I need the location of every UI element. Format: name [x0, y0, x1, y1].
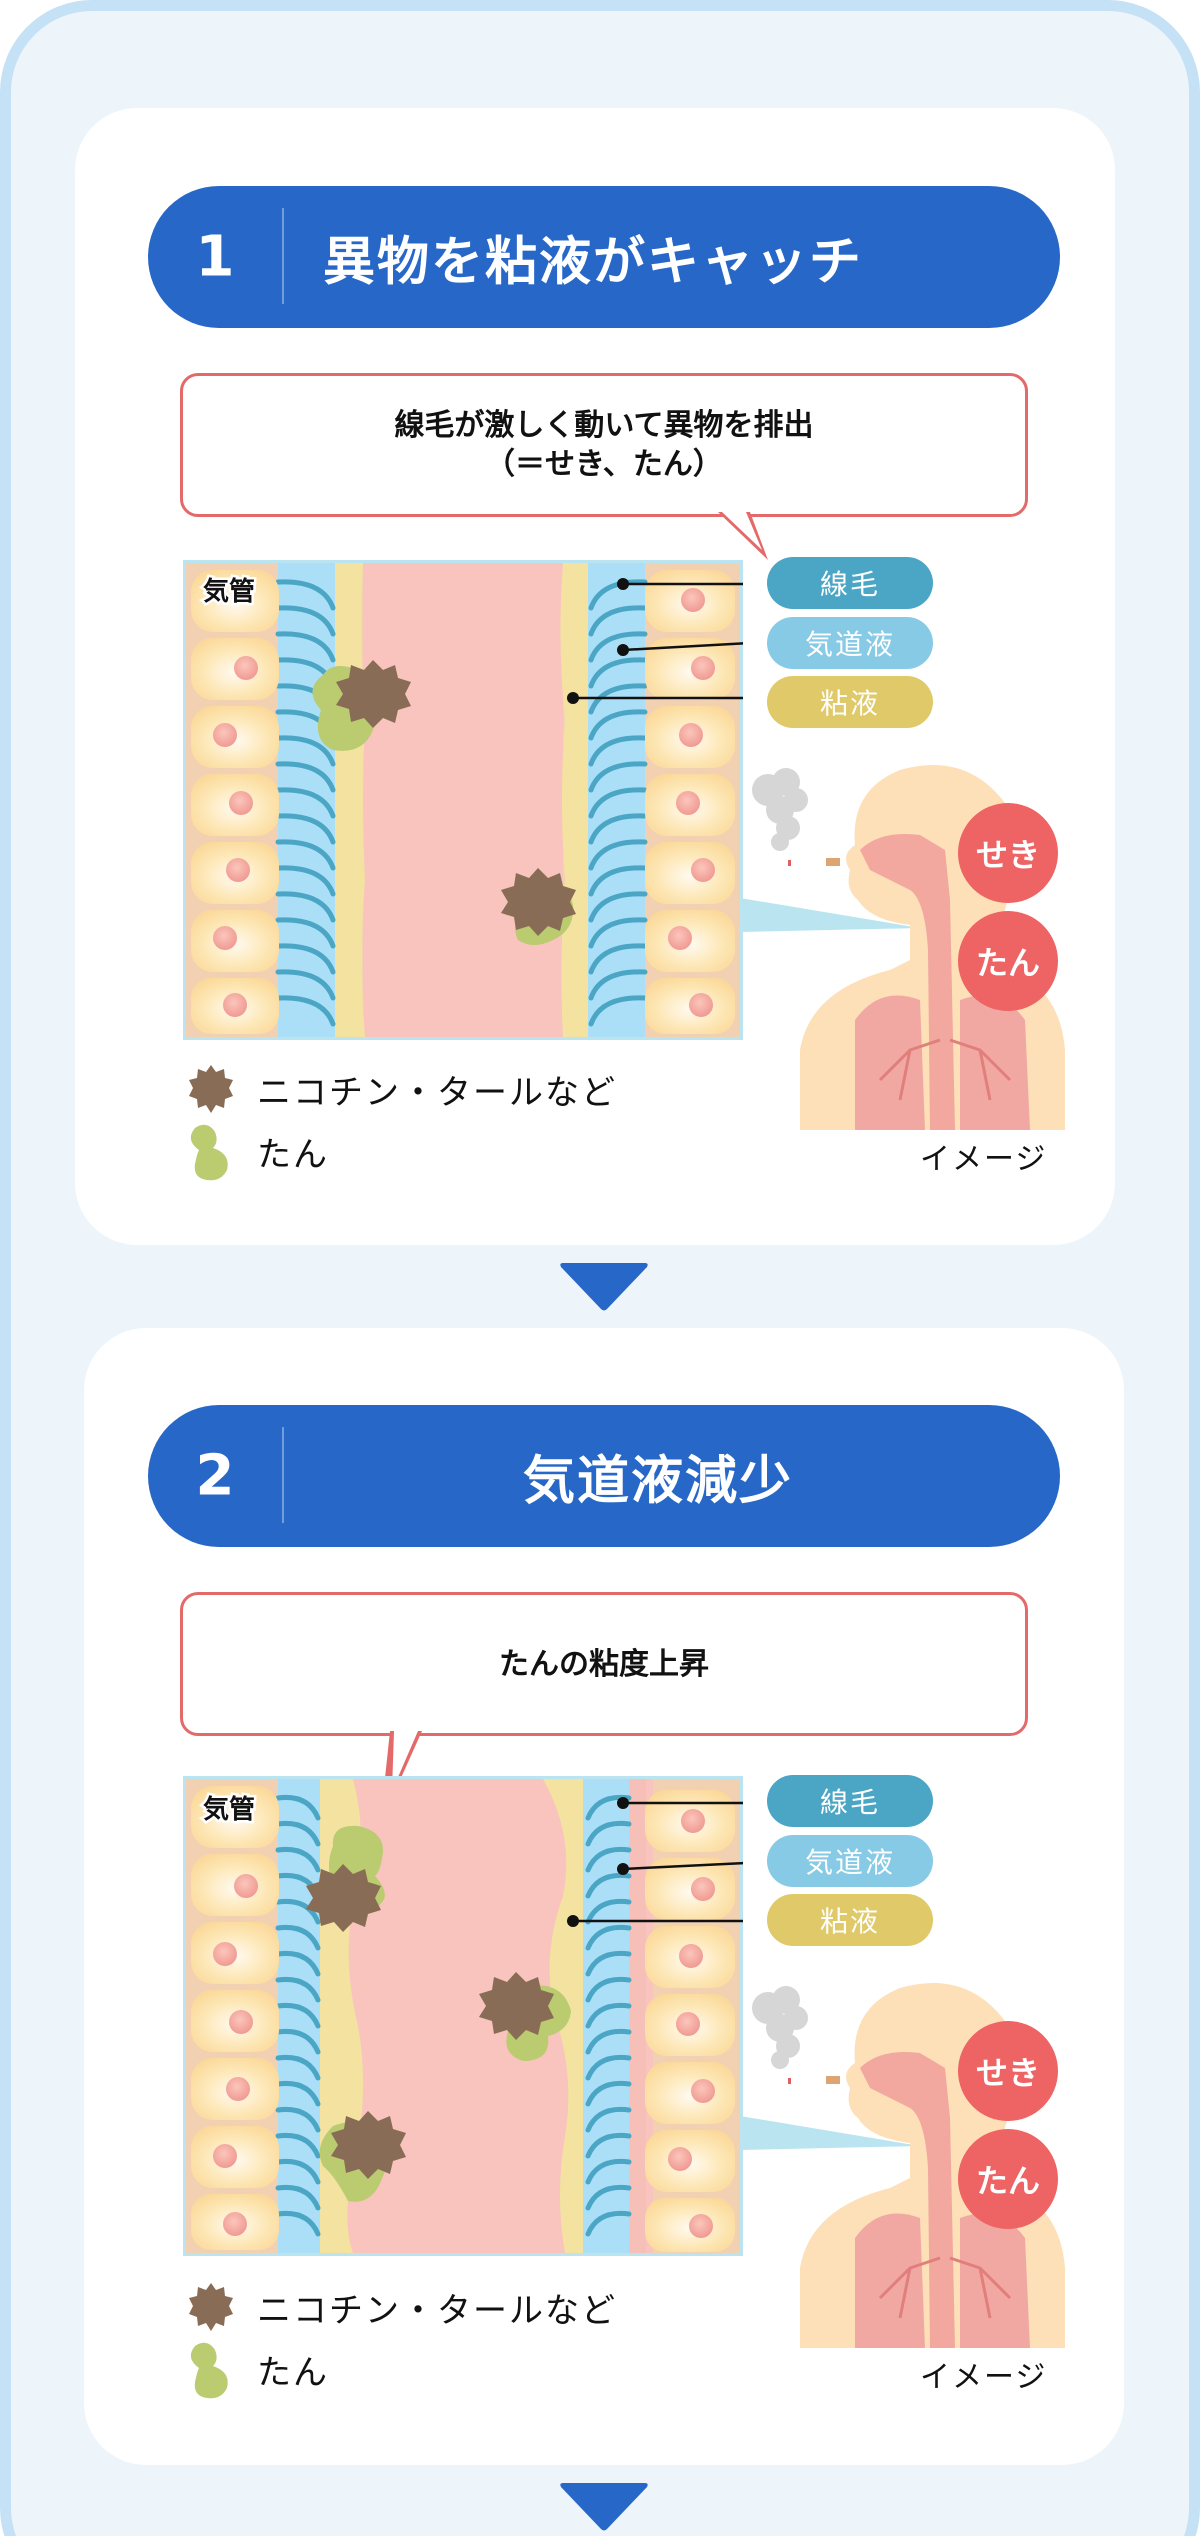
- nicotine-tar-icon: [189, 2283, 233, 2331]
- cough-bubble-2: せき: [958, 2021, 1058, 2121]
- label-airway-fluid-2: 気道液: [767, 1835, 933, 1887]
- legend-1: ニコチン・タールなど たん: [185, 1058, 617, 1182]
- cough-bubble-1: せき: [958, 803, 1058, 903]
- trachea-label: 気管: [203, 576, 255, 607]
- label-cilia-1: 線毛: [767, 557, 933, 609]
- image-note-2: イメージ: [920, 2360, 1048, 2395]
- step-header-1: 1 異物を粘液がキャッチ: [148, 186, 1060, 328]
- callout-text-line1: たんの粘度上昇: [499, 1646, 709, 1682]
- step-title: 気道液減少: [522, 1451, 793, 1512]
- down-arrow-icon: [560, 1263, 648, 1311]
- legend-text: たん: [257, 2352, 329, 2393]
- step-number: 1: [195, 224, 235, 290]
- legend-row-phlegm: たん: [185, 1120, 617, 1182]
- step-title: 異物を粘液がキャッチ: [323, 232, 864, 293]
- legend-text: ニコチン・タールなど: [257, 1072, 617, 1113]
- nicotine-tar-icon: [189, 1065, 233, 1113]
- trachea-diagram-1: 気管: [183, 560, 743, 1040]
- down-arrow-icon: [560, 2483, 648, 2531]
- label-airway-fluid-1: 気道液: [767, 617, 933, 669]
- legend-text: たん: [257, 1134, 329, 1175]
- callout-tail-icon: [718, 512, 768, 560]
- step-header-2: 2 気道液減少: [148, 1405, 1060, 1547]
- step-number: 2: [195, 1443, 235, 1509]
- step-divider: [282, 1427, 284, 1523]
- callout-box-2: たんの粘度上昇: [180, 1592, 1028, 1736]
- phlegm-icon: [190, 2342, 228, 2399]
- legend-row-phlegm: たん: [185, 2338, 617, 2400]
- callout-text-line1: 線毛が激しく動いて異物を排出: [394, 408, 814, 443]
- step-divider: [282, 208, 284, 304]
- legend-row-nicotine: ニコチン・タールなど: [185, 2276, 617, 2338]
- trachea-diagram-2: 気管: [183, 1776, 743, 2256]
- legend-2: ニコチン・タールなど たん: [185, 2276, 617, 2400]
- callout-box-1: 線毛が激しく動いて異物を排出 （＝せき、たん）: [180, 373, 1028, 517]
- legend-text: ニコチン・タールなど: [257, 2290, 617, 2331]
- phlegm-bubble-2: たん: [958, 2129, 1058, 2229]
- label-cilia-2: 線毛: [767, 1775, 933, 1827]
- phlegm-icon: [190, 1124, 228, 1181]
- label-mucus-1: 粘液: [767, 676, 933, 728]
- callout-text-line2: （＝せき、たん）: [485, 447, 723, 482]
- phlegm-bubble-1: たん: [958, 911, 1058, 1011]
- trachea-label: 気管: [203, 1794, 255, 1825]
- legend-row-nicotine: ニコチン・タールなど: [185, 1058, 617, 1120]
- label-mucus-2: 粘液: [767, 1894, 933, 1946]
- image-note-1: イメージ: [920, 1142, 1048, 1177]
